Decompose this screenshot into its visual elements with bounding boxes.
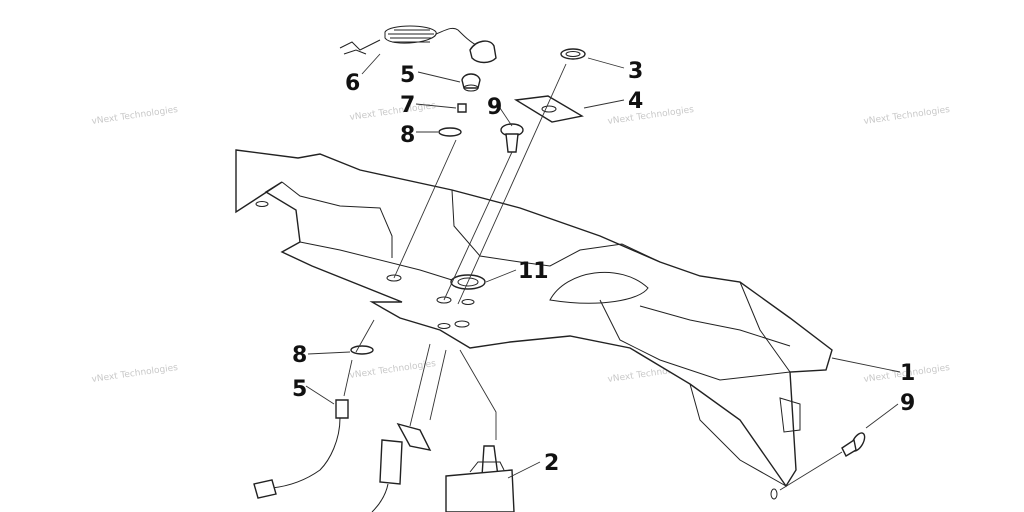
callout-3: 3 [628, 59, 643, 84]
bulb [461, 73, 481, 92]
callout-7: 7 [400, 93, 415, 118]
gasket-plate [513, 95, 584, 123]
watermark: vNext Technologies [863, 105, 951, 127]
washer-lower [350, 345, 374, 355]
ring [560, 48, 586, 60]
screw-small [457, 103, 467, 113]
callout-5-upper: 5 [400, 63, 415, 88]
callout-8-upper: 8 [400, 123, 415, 148]
watermark: vNext Technologies [91, 363, 179, 385]
callout-1: 1 [900, 361, 915, 386]
watermark: vNext Technologies [91, 105, 179, 127]
watermark: vNext Technologies [607, 105, 695, 127]
assembly-lines [343, 63, 843, 491]
watermark: vNext Technologies [349, 101, 437, 123]
callout-5-lower: 5 [292, 377, 307, 402]
callout-pointers [305, 53, 901, 479]
callout-9-right: 9 [900, 391, 915, 416]
callout-2: 2 [544, 451, 559, 476]
callout-9-upper: 9 [487, 95, 502, 120]
push-rivet-upper [500, 123, 524, 153]
callout-4: 4 [628, 89, 643, 114]
dash-panel [235, 149, 833, 500]
lamp-holder [371, 422, 432, 512]
callout-11: 11 [518, 259, 549, 284]
bulb-socket [253, 399, 349, 499]
callout-6: 6 [345, 71, 360, 96]
callout-labels: 6 5 7 8 9 3 4 11 8 5 2 1 9 [292, 59, 915, 476]
callout-8-lower: 8 [292, 343, 307, 368]
toggle-switch [445, 445, 515, 512]
push-rivet-right [841, 432, 866, 457]
washer-upper [438, 127, 462, 137]
spring-clip [339, 25, 497, 64]
